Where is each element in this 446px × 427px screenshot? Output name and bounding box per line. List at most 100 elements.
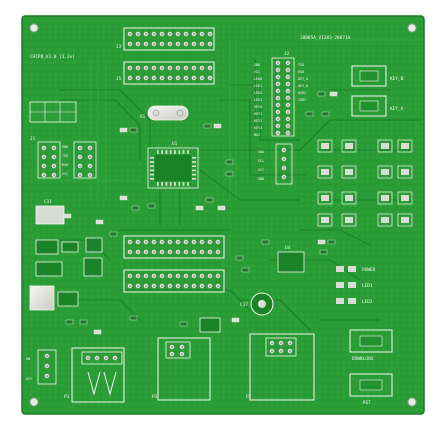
smd-part bbox=[317, 239, 326, 245]
j2-pin-label-b: KEY_B bbox=[298, 84, 308, 88]
key-b-button[interactable]: KEY_B bbox=[351, 65, 404, 87]
left-pin-2: RXD bbox=[62, 163, 68, 167]
smd-part bbox=[225, 171, 234, 177]
key-a-button[interactable]: KEY_A bbox=[351, 95, 404, 117]
smd-part bbox=[319, 249, 328, 255]
smd-part bbox=[65, 319, 74, 325]
p1-label: P1 bbox=[64, 394, 70, 400]
connector-p2: P2 bbox=[246, 333, 315, 401]
c11-label: C11 bbox=[44, 199, 52, 205]
mcu-chip: U1 bbox=[147, 141, 199, 189]
cluster-pad bbox=[397, 191, 413, 205]
reset-button[interactable]: RST bbox=[349, 373, 393, 406]
cluster-pad bbox=[341, 139, 357, 153]
cluster-pad bbox=[317, 165, 333, 179]
j2-label: J2 bbox=[284, 51, 290, 57]
j2-pin-label-b: TXD bbox=[298, 63, 304, 67]
header-right-small bbox=[275, 143, 293, 185]
smd-part bbox=[119, 127, 128, 133]
smd-part bbox=[109, 231, 118, 237]
on-label: ON bbox=[26, 357, 30, 361]
j2-pin-label: KEY2 bbox=[254, 119, 262, 123]
power-label: POWER bbox=[362, 267, 376, 273]
c17-label: C17 bbox=[240, 302, 248, 308]
power-switch[interactable]: ON OFF bbox=[26, 349, 57, 385]
smd-part bbox=[241, 267, 250, 273]
smd-components bbox=[63, 91, 338, 335]
smd-part bbox=[95, 219, 104, 225]
led1: LED1 bbox=[336, 282, 373, 289]
led-clusters bbox=[317, 139, 413, 227]
off-label: OFF bbox=[26, 377, 32, 381]
u4-label: U4 bbox=[285, 245, 291, 251]
left-pin-0: GND bbox=[62, 145, 68, 149]
switch-block[interactable] bbox=[199, 317, 221, 333]
smd-part bbox=[79, 319, 88, 325]
smd-part bbox=[305, 111, 314, 117]
j2-pin-label: LED3 bbox=[254, 98, 262, 102]
cluster-pad bbox=[341, 213, 357, 227]
connector-p3: P3 bbox=[152, 337, 211, 401]
j5-label: J5 bbox=[116, 76, 122, 82]
right-small-pin-label: VCC bbox=[258, 168, 264, 172]
cluster-pad bbox=[377, 191, 393, 205]
right-small-pin-label: SDA bbox=[258, 150, 264, 154]
j2-pin-label: KEY0 bbox=[254, 105, 262, 109]
key-a-label: KEY_A bbox=[390, 106, 404, 112]
header-right-j2: J2 bbox=[271, 51, 295, 137]
j2-pin-label: KEY1 bbox=[254, 112, 262, 116]
j2-pin-label: LED2 bbox=[254, 91, 262, 95]
power-section: C11 bbox=[29, 199, 103, 311]
led2: LED2 bbox=[336, 298, 373, 305]
left-config-table bbox=[29, 101, 77, 123]
smd-part bbox=[63, 213, 72, 219]
p3-label: P3 bbox=[152, 394, 158, 400]
download-button[interactable]: DOWNLOAD bbox=[349, 329, 393, 362]
smd-part bbox=[179, 321, 188, 327]
smd-part bbox=[205, 197, 214, 203]
smd-part bbox=[225, 159, 234, 165]
cluster-pad bbox=[317, 139, 333, 153]
j2-pin-label-b: RXD2 bbox=[298, 91, 306, 95]
j2-pin-label: LED0 bbox=[254, 77, 262, 81]
smd-part bbox=[327, 239, 336, 245]
smd-part bbox=[231, 317, 240, 323]
smd-part bbox=[119, 195, 128, 201]
header-bottom-big bbox=[123, 235, 225, 293]
smd-part bbox=[203, 123, 212, 129]
smd-part bbox=[131, 205, 140, 211]
cluster-pad bbox=[341, 191, 357, 205]
cluster-pad bbox=[377, 213, 393, 227]
j2-pin-label-b: TXD2 bbox=[298, 98, 306, 102]
led1-label: LED1 bbox=[362, 283, 373, 289]
x1-label: X1 bbox=[140, 114, 146, 120]
j2-pin-label: GND bbox=[254, 63, 260, 67]
smd-part bbox=[261, 239, 270, 245]
mounting-holes bbox=[29, 23, 417, 407]
j2-pin-label: VCC bbox=[254, 70, 260, 74]
smd-part bbox=[195, 205, 204, 211]
right-small-pin-label: SCL bbox=[258, 159, 264, 163]
key-b-label: KEY_B bbox=[390, 76, 404, 82]
u1-label: U1 bbox=[172, 141, 178, 147]
cluster-pad bbox=[377, 139, 393, 153]
cluster-pad bbox=[317, 213, 333, 227]
smd-part bbox=[129, 127, 138, 133]
power-led: POWER bbox=[336, 266, 376, 273]
smd-part bbox=[321, 111, 330, 117]
cluster-pad bbox=[397, 165, 413, 179]
j2-pin-label: BUZ bbox=[254, 133, 260, 137]
crystal-x1: X1 bbox=[140, 105, 189, 121]
smd-part bbox=[129, 315, 138, 321]
smd-part bbox=[213, 123, 222, 129]
cluster-pad bbox=[377, 165, 393, 179]
led2-label: LED2 bbox=[362, 299, 373, 305]
j1-label: J1 bbox=[30, 136, 36, 142]
cluster-pad bbox=[317, 191, 333, 205]
p2-label: P2 bbox=[246, 394, 252, 400]
header-top-j3: J3 J5 bbox=[116, 27, 215, 85]
cluster-pad bbox=[397, 213, 413, 227]
smd-part bbox=[147, 203, 156, 209]
j3-label: J3 bbox=[116, 44, 122, 50]
left-pin-3: VCC bbox=[62, 172, 68, 176]
